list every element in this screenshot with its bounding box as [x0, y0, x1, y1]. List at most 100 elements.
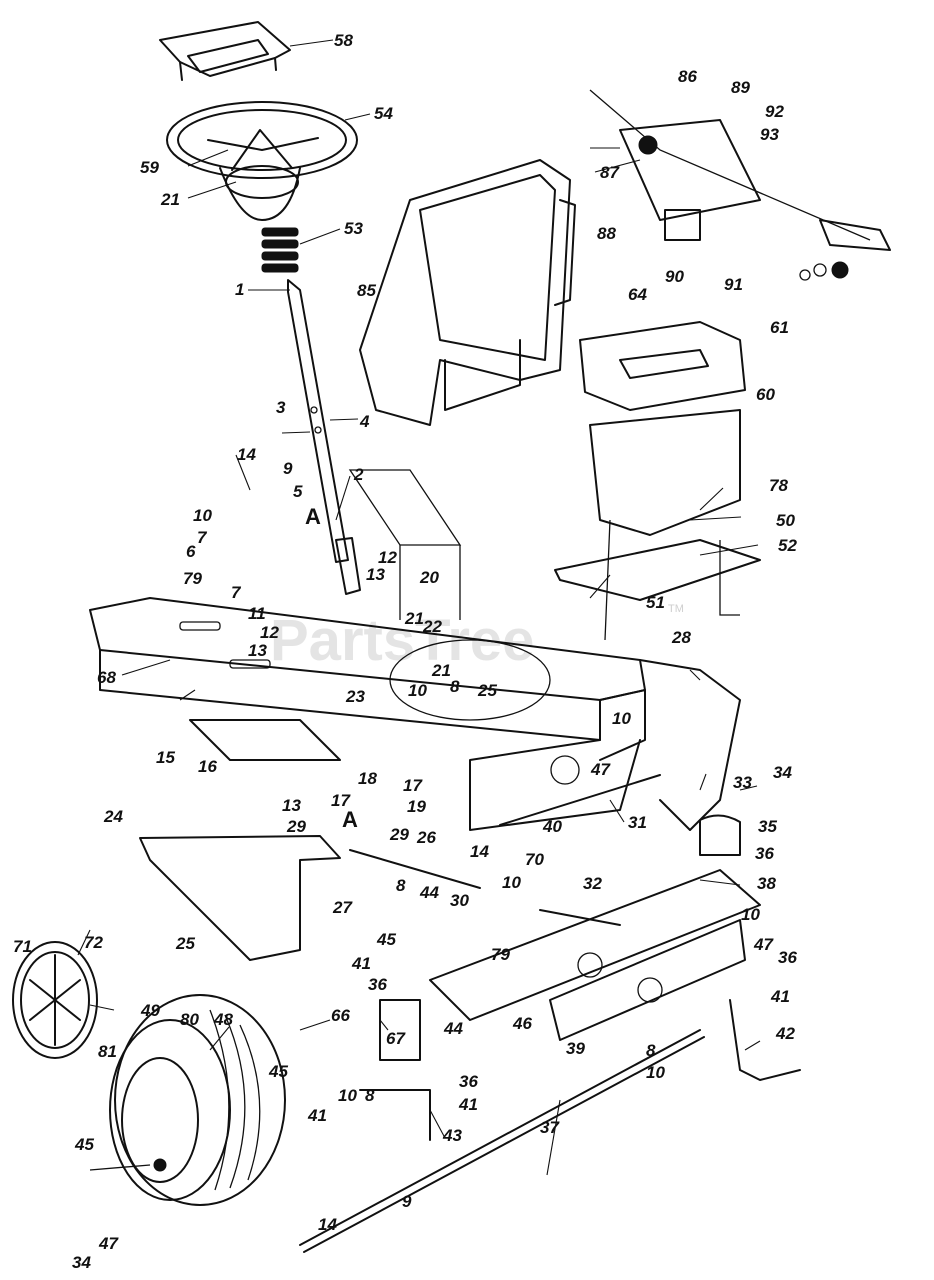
label-10f: 10 — [741, 905, 760, 924]
label-40: 40 — [542, 817, 562, 836]
part-steering-wheel — [166, 101, 358, 221]
part-main-frame — [89, 597, 741, 831]
label-32: 32 — [583, 874, 602, 893]
label-4: 4 — [359, 412, 370, 431]
label-26: 26 — [416, 828, 436, 847]
label-59: 61 — [770, 318, 789, 337]
label-28: 28 — [671, 628, 691, 647]
label-14b: 14 — [470, 842, 489, 861]
label-18: 18 — [358, 769, 377, 788]
label-39: 39 — [566, 1039, 585, 1058]
label-31: 31 — [628, 813, 647, 832]
label-21c: 21 — [431, 661, 451, 680]
label-52: 51 — [646, 593, 665, 612]
label-84: 89 — [731, 78, 750, 97]
label-17b: 17 — [331, 791, 351, 810]
label-24: 24 — [103, 807, 123, 826]
label-38: 38 — [757, 874, 776, 893]
label-53: 50 — [776, 511, 795, 530]
label-64: 54 — [374, 104, 393, 123]
label-70: 70 — [525, 850, 544, 869]
part-steering-shaft — [287, 279, 361, 595]
label-3: 3 — [276, 398, 286, 417]
label-10d: 10 — [338, 1086, 357, 1105]
label-44b: 44 — [443, 1019, 463, 1038]
label-71: 71 — [13, 937, 32, 956]
label-21: 21 — [160, 190, 180, 209]
label-19: 19 — [407, 797, 426, 816]
label-20: 20 — [419, 568, 439, 587]
part-front-axle — [139, 774, 801, 1253]
label-83: 88 — [597, 224, 616, 243]
label-17: 17 — [403, 776, 423, 795]
part-front-tire — [89, 994, 286, 1206]
part-dash-tower — [359, 159, 576, 426]
label-80: 85 — [357, 281, 376, 300]
label-87: 92 — [765, 102, 784, 121]
leader-lines — [77, 39, 761, 1176]
label-8d: 8 — [646, 1041, 656, 1060]
label-68: 66 — [331, 1006, 350, 1025]
label-12b: 12 — [260, 623, 279, 642]
label-30: 30 — [450, 891, 469, 910]
label-a-lower: A — [342, 807, 358, 832]
label-35: 35 — [758, 817, 777, 836]
label-5: 5 — [293, 482, 303, 501]
label-37: 37 — [540, 1118, 560, 1137]
label-25: 25 — [477, 681, 497, 700]
label-a-upper: A — [305, 504, 321, 529]
label-58: 60 — [756, 385, 775, 404]
label-7: 7 — [197, 528, 208, 547]
label-8b: 8 — [396, 876, 406, 895]
label-49: 47 — [98, 1234, 119, 1253]
label-51: 49 — [140, 1001, 160, 1020]
label-69: 67 — [386, 1029, 406, 1048]
part-rear-bracket — [348, 469, 462, 620]
label-1: 1 — [235, 280, 244, 299]
label-10e: 10 — [612, 709, 631, 728]
label-13b: 13 — [248, 641, 267, 660]
label-47: 47 — [590, 760, 611, 779]
part-labels: 58 54 59 21 53 1 85 3 4 2 14 9 5 10 A 7 … — [13, 31, 797, 1272]
part-battery-group — [554, 321, 761, 641]
label-48: 45 — [268, 1062, 288, 1081]
label-81: 86 — [678, 67, 697, 86]
label-25b: 25 — [175, 934, 195, 953]
label-41c: 41 — [770, 987, 790, 1006]
label-7b: 7 — [231, 583, 242, 602]
watermark-tm: TM — [668, 603, 684, 615]
label-36c: 36 — [755, 844, 774, 863]
label-10b: 10 — [408, 681, 427, 700]
label-67: 68 — [97, 668, 116, 687]
label-50: 48 — [213, 1010, 233, 1029]
label-23: 23 — [345, 687, 365, 706]
label-77: 79 — [183, 569, 202, 588]
label-36b: 36 — [459, 1072, 478, 1091]
label-34b: 34 — [72, 1253, 91, 1272]
part-hubcap — [12, 941, 98, 1059]
label-16: 16 — [198, 757, 217, 776]
label-60: 64 — [628, 285, 647, 304]
label-15: 15 — [156, 748, 175, 767]
label-22: 22 — [422, 617, 442, 636]
label-2: 2 — [353, 465, 364, 484]
label-78: 80 — [180, 1010, 199, 1029]
label-41: 41 — [351, 954, 371, 973]
part-steering-spring — [261, 227, 299, 273]
label-29b: 29 — [389, 825, 409, 844]
label-11: 11 — [248, 604, 266, 623]
label-14: 14 — [237, 445, 256, 464]
label-48b: 45 — [74, 1135, 94, 1154]
label-82: 87 — [600, 163, 620, 182]
label-85: 90 — [665, 267, 684, 286]
label-12: 12 — [378, 548, 397, 567]
label-43: 43 — [442, 1126, 462, 1145]
part-throttle-group — [589, 89, 891, 281]
label-10g: 10 — [646, 1063, 665, 1082]
label-13: 13 — [366, 565, 385, 584]
label-27: 27 — [332, 898, 353, 917]
label-6: 6 — [186, 542, 196, 561]
label-29: 29 — [286, 817, 306, 836]
label-42: 42 — [775, 1024, 795, 1043]
